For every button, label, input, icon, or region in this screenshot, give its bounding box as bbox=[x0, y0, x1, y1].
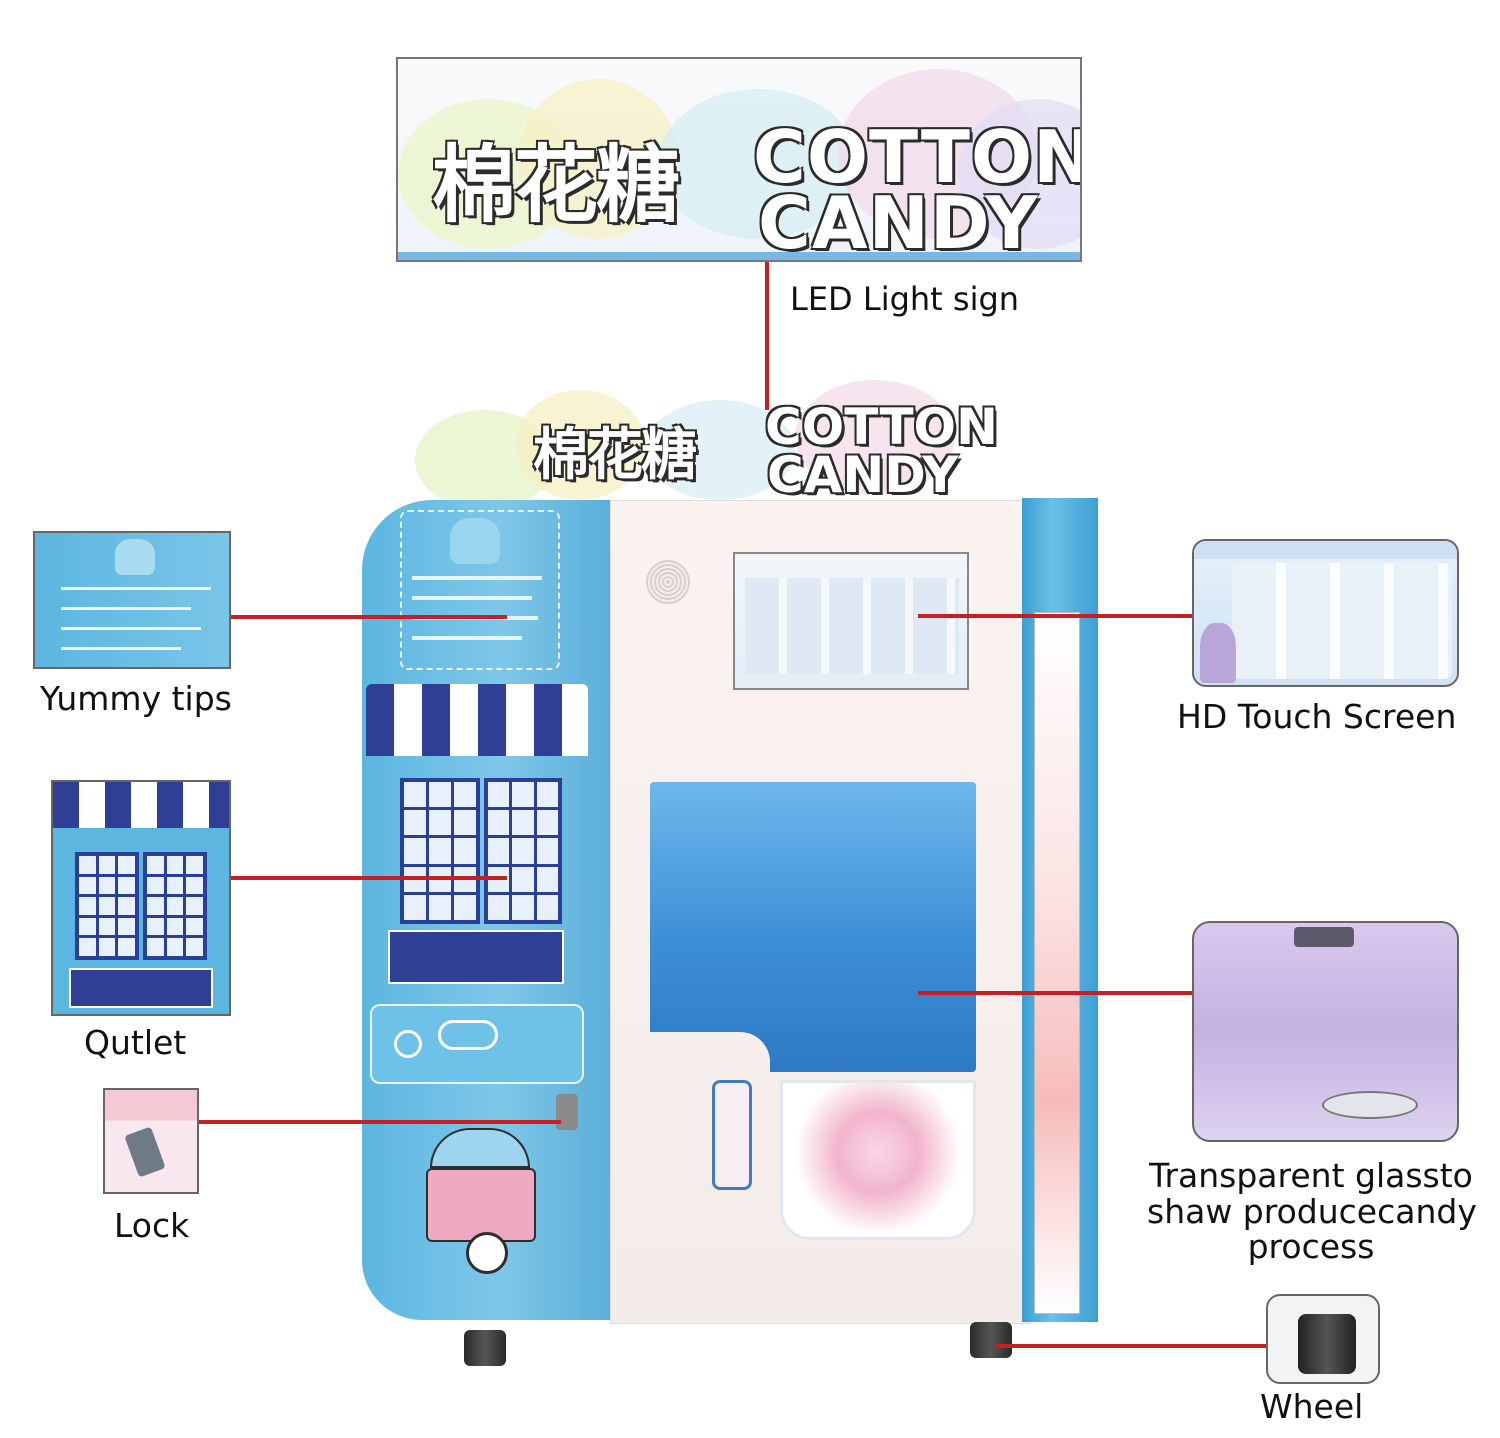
topper-cloud-pink bbox=[795, 380, 955, 495]
outlet-thumbnail bbox=[51, 780, 231, 1016]
machine-touch-screen bbox=[733, 552, 969, 690]
cart-body bbox=[426, 1168, 536, 1242]
cart-canopy bbox=[430, 1128, 530, 1168]
yummy-tips-thumbnail bbox=[33, 531, 231, 669]
lock-thumbnail bbox=[103, 1088, 199, 1194]
production-window bbox=[650, 782, 976, 1072]
topper-cloud-yellow bbox=[515, 390, 645, 500]
machine-weather-panel bbox=[370, 1004, 584, 1084]
screen-thumb-menu bbox=[1232, 563, 1452, 679]
glass-label-line-2: shaw producecandy bbox=[1147, 1191, 1477, 1231]
glass-thumb-arm bbox=[1294, 927, 1354, 947]
sign-candy-text: CANDY bbox=[758, 181, 1039, 262]
glass-label-line-1: Transparent glassto bbox=[1149, 1156, 1473, 1195]
touch-screen-leader-line bbox=[918, 614, 1192, 618]
cloud-icon bbox=[438, 1020, 498, 1050]
candy-cart-illustration bbox=[420, 1128, 550, 1278]
glass-thumbnail bbox=[1192, 921, 1459, 1142]
sun-icon bbox=[394, 1030, 422, 1058]
sign-cloud-cyan bbox=[658, 89, 858, 239]
machine-wheel-right bbox=[970, 1322, 1012, 1358]
outlet-thumb-window-left bbox=[75, 852, 139, 960]
lock-leader-line bbox=[199, 1120, 561, 1124]
sign-cotton-text: COTTON bbox=[753, 115, 1082, 199]
touch-screen-thumbnail bbox=[1192, 539, 1459, 687]
machine-outlet-window-right bbox=[484, 778, 562, 924]
touch-screen-label: HD Touch Screen bbox=[1177, 697, 1457, 736]
speaker-grille bbox=[646, 560, 690, 604]
machine-yummy-tips-board bbox=[400, 510, 560, 670]
pillar-side-window bbox=[1034, 612, 1080, 1314]
mascot-icon bbox=[115, 539, 155, 575]
machine-outlet-notice bbox=[388, 930, 564, 984]
tips-line bbox=[412, 576, 542, 580]
machine-lock bbox=[556, 1094, 578, 1130]
wheel-icon bbox=[1298, 1314, 1356, 1374]
candy-bowl-area bbox=[780, 1080, 976, 1240]
topper-candy-text: CANDY bbox=[767, 446, 959, 504]
topper-chinese-text: 棉花糖 bbox=[533, 423, 697, 488]
sign-cloud-violet bbox=[958, 99, 1080, 249]
machine-topper-sign: 棉花糖 COTTON CANDY bbox=[415, 380, 1095, 510]
yummy-tips-leader-line bbox=[231, 615, 507, 619]
machine-outlet-window-left bbox=[400, 778, 480, 924]
mascot-icon bbox=[450, 518, 500, 564]
wheel-label: Wheel bbox=[1260, 1387, 1364, 1426]
glass-label: Transparent glassto shaw producecandy pr… bbox=[1147, 1156, 1477, 1267]
topper-cotton-text: COTTON bbox=[765, 398, 998, 456]
led-sign-label: LED Light sign bbox=[790, 280, 1020, 318]
sign-chinese-text: 棉花糖 bbox=[432, 136, 680, 234]
tips-line bbox=[412, 636, 522, 640]
glass-label-line-3: process bbox=[1247, 1227, 1375, 1267]
screen-thumb-character bbox=[1200, 623, 1236, 683]
machine-awning bbox=[366, 684, 588, 756]
outlet-thumb-window-right bbox=[143, 852, 207, 960]
cart-wheel-icon bbox=[466, 1232, 508, 1274]
screen-thumb-header bbox=[1194, 541, 1457, 559]
tips-line bbox=[412, 596, 532, 600]
window-notch bbox=[650, 1032, 770, 1082]
screen-menu-grid bbox=[745, 578, 959, 674]
led-sign-panel: 棉花糖 COTTON CANDY bbox=[396, 57, 1082, 262]
topper-cloud-cyan bbox=[645, 400, 795, 500]
lock-icon bbox=[124, 1126, 166, 1178]
glass-thumb-bowl bbox=[1322, 1091, 1418, 1119]
wheel-thumbnail bbox=[1266, 1294, 1380, 1384]
outlet-thumb-notice bbox=[69, 968, 213, 1008]
wheel-leader-line bbox=[996, 1344, 1266, 1348]
outlet-awning bbox=[53, 782, 229, 828]
sign-cloud-yellow bbox=[518, 79, 678, 239]
led-sign-leader-line bbox=[765, 262, 769, 410]
outlet-label: Qutlet bbox=[84, 1023, 187, 1062]
brand-sticker bbox=[712, 1080, 752, 1190]
machine-wheel-left bbox=[464, 1330, 506, 1366]
glass-leader-line bbox=[918, 991, 1192, 995]
outlet-leader-line bbox=[231, 876, 507, 880]
yummy-tips-label: Yummy tips bbox=[40, 679, 232, 718]
sign-led-strip bbox=[398, 252, 1080, 260]
lock-label: Lock bbox=[114, 1206, 190, 1245]
